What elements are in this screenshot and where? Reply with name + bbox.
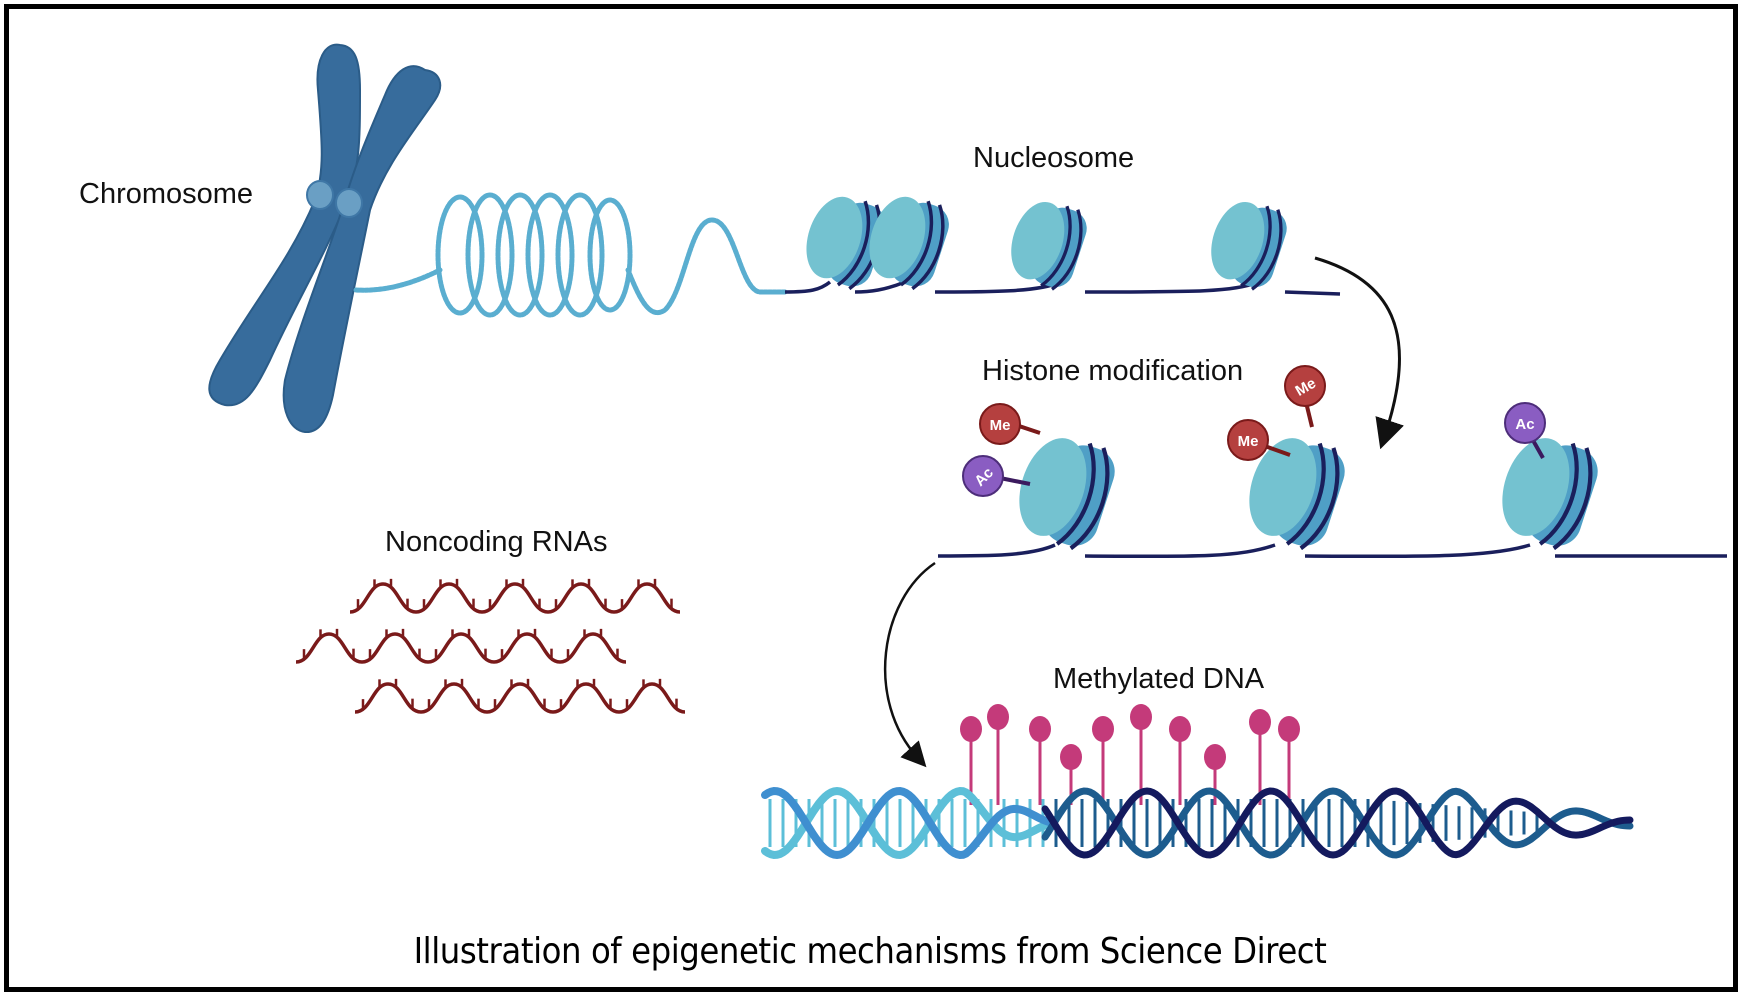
chromosome-icon <box>208 43 442 434</box>
methyl-group-icon <box>1169 716 1191 742</box>
figure-caption: Illustration of epigenetic mechanisms fr… <box>413 931 1327 972</box>
methylation-pins <box>960 704 1300 805</box>
histone-marks: Me Ac Me Me Ac <box>962 365 1546 497</box>
histone-row <box>1019 438 1598 551</box>
nucleosome-icon <box>1249 438 1345 551</box>
methyl-mark-icon <box>979 403 1021 445</box>
methyl-mark-icon <box>1284 365 1326 407</box>
nucleosome-row <box>806 196 1287 291</box>
methyl-group-icon <box>1060 744 1082 770</box>
arrow-to-histone <box>1314 256 1404 450</box>
acetyl-mark-icon <box>962 455 1004 497</box>
methyl-group-icon <box>1092 716 1114 742</box>
methyl-mark-icon <box>1227 419 1269 461</box>
nucleosome-icon <box>869 196 949 291</box>
methyl-group-icon <box>1204 744 1226 770</box>
nucleosome-icon <box>1502 438 1598 551</box>
nucleosome-linker-dna <box>784 280 1341 296</box>
nucleosome-icon <box>1019 438 1115 551</box>
methyl-group-icon <box>1249 709 1271 735</box>
methyl-group-icon <box>960 716 982 742</box>
histone-linker-dna <box>937 543 1727 559</box>
label-histone-modification: Histone modification <box>982 355 1244 387</box>
label-noncoding-rnas: Noncoding RNAs <box>385 526 608 558</box>
arrow-to-dna <box>883 561 936 768</box>
noncoding-rna-icon <box>295 578 686 714</box>
label-methylated-dna: Methylated DNA <box>1053 663 1265 695</box>
methyl-group-icon <box>987 704 1009 730</box>
label-chromosome: Chromosome <box>79 178 254 210</box>
methyl-group-icon <box>1130 704 1152 730</box>
label-nucleosome: Nucleosome <box>973 142 1135 174</box>
acetyl-mark-label: Ac <box>1515 416 1534 433</box>
dna-helix-icon <box>761 786 1634 860</box>
methyl-mark-label: Me <box>990 417 1011 434</box>
nucleosome-icon <box>1211 201 1287 291</box>
methyl-group-icon <box>1278 716 1300 742</box>
chromatin-fiber-icon <box>353 192 788 318</box>
acetyl-mark-icon <box>1504 402 1546 444</box>
methyl-group-icon <box>1029 716 1051 742</box>
methyl-mark-label: Me <box>1238 433 1259 450</box>
nucleosome-icon <box>1011 201 1087 291</box>
